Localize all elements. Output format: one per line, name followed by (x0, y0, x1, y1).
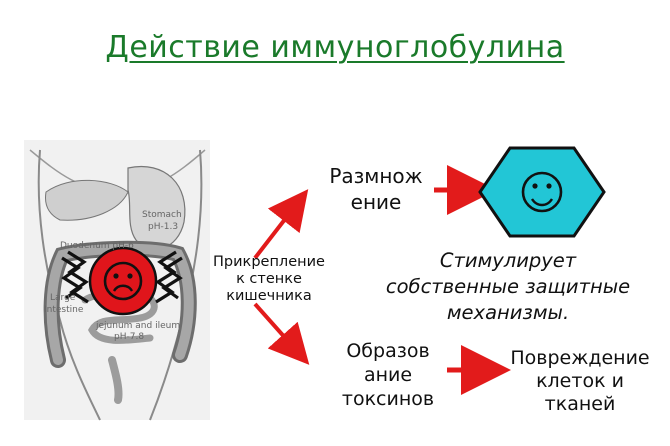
stimulation-label: Стимулирует собственные защитные механиз… (385, 249, 631, 324)
arrow-to-toxins (253, 302, 310, 365)
pathogen-icon (61, 246, 183, 316)
page-title: Действие иммуноглобулина (105, 30, 565, 65)
organ-label-stomach: Stomach (142, 210, 182, 220)
organ-label-intestine: Intestine (44, 305, 84, 315)
organ-label-large: Large (50, 293, 76, 303)
attachment-label: Прикрепление к стенке кишечника (213, 254, 325, 305)
multiplication-label: Размнож ение (329, 164, 423, 215)
organ-label-stomach-ph: pH-1.3 (148, 222, 179, 232)
organ-label-jejunum-ph: pH-7.8 (114, 332, 145, 342)
sad-face-icon (103, 261, 143, 301)
toxins-label: Образов ание токсинов (341, 340, 435, 410)
organ-label-jejunum: jejunum and ileum (96, 321, 181, 331)
immune-hexagon (478, 146, 606, 238)
arrow-to-multiplication (253, 189, 309, 260)
smiley-face-icon (521, 171, 563, 213)
organ-label-duodenum: Duodenum pH-6 (60, 241, 134, 251)
damage-label: Повреждение клеток и тканей (510, 347, 650, 416)
